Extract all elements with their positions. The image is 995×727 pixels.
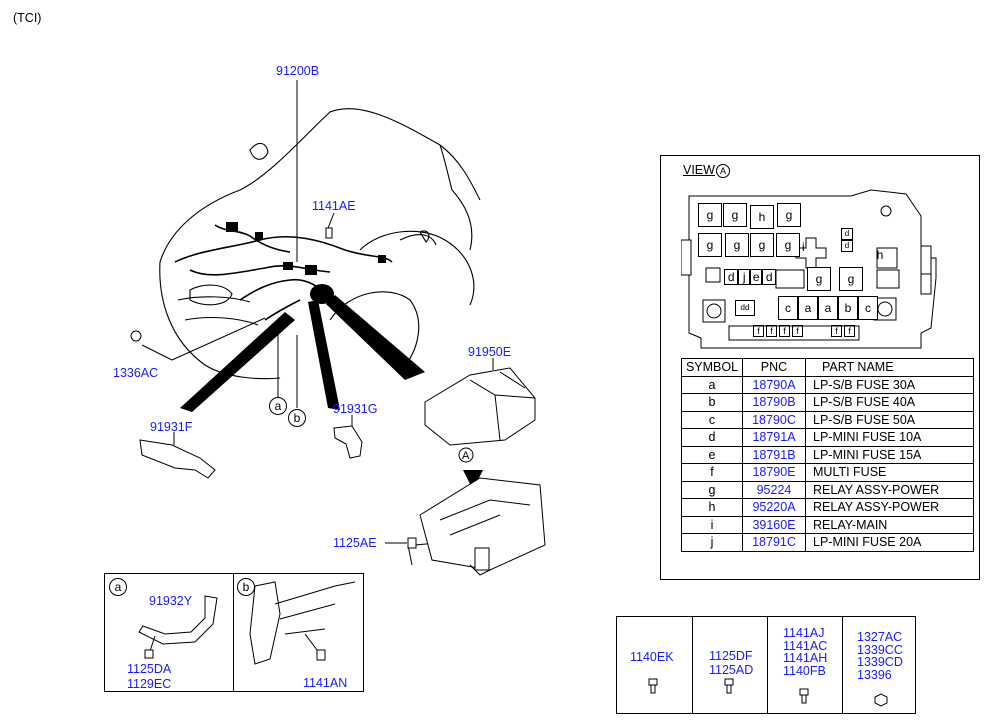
label-91931F: 91931F: [150, 420, 193, 434]
bracket-91931F: [139, 439, 216, 479]
view-title-marker: A: [715, 164, 730, 178]
callout-b: b: [288, 409, 306, 427]
detail-a-callout: a: [109, 578, 127, 596]
fuse-r3-1: d: [724, 269, 738, 285]
fastener-col2: 1125DF 1125AD: [709, 649, 754, 677]
routing-bands: [180, 295, 425, 412]
label-91950E: 91950E: [468, 345, 512, 359]
fuse-sr-2: f: [844, 325, 855, 337]
header-pnc: PNC: [742, 358, 806, 377]
detail-panel: a b 91932Y 1125DA 1129EC 1141AN: [104, 573, 364, 692]
fastener-col3: 1141AJ 1141AC 1141AH 1140FB: [783, 626, 828, 678]
header-part-name: PART NAME: [805, 358, 974, 377]
fuse-sb-2: f: [766, 325, 777, 337]
bolt-icon: [799, 688, 809, 704]
panel-b-bracket: [249, 581, 281, 665]
label-1125DA: 1125DA: [127, 662, 172, 676]
fuse-r4-4: b: [838, 296, 858, 320]
fuse-r3-6: g: [839, 267, 863, 291]
callout-a: a: [269, 397, 287, 415]
fastener-col4: 1327AC 1339CC 1339CD 13396: [857, 630, 903, 682]
fuse-sb-3: f: [779, 325, 790, 337]
fuse-small-mid-2: d: [745, 303, 750, 312]
label-1141AE: 1141AE: [312, 199, 356, 213]
fuse-r1-3: h: [750, 205, 774, 229]
parts-table-header: SYMBOL PNC PART NAME: [681, 358, 974, 377]
fastener-1140EK: 1140EK: [630, 650, 674, 664]
fuse-small-top-2: d: [841, 240, 853, 252]
fuse-sb-4: f: [792, 325, 803, 337]
fuse-r2-3: g: [750, 233, 774, 257]
view-arrow-label: A: [462, 450, 470, 462]
fuse-r3-3: e: [750, 269, 762, 285]
car-grille-logo: [189, 284, 233, 306]
fuse-r2-6: h: [876, 248, 884, 262]
fuse-r4-3: a: [818, 296, 838, 320]
label-91200B: 91200B: [276, 64, 320, 78]
fuse-r1-2: g: [723, 203, 747, 227]
fuse-r4-2: a: [798, 296, 818, 320]
fuse-r1-4: g: [777, 203, 801, 227]
car-hood-outline: [159, 108, 481, 263]
label-1125AE: 1125AE: [333, 536, 377, 550]
fuse-r2-1: g: [698, 233, 722, 257]
label-91931G: 91931G: [333, 402, 378, 416]
label-1336AC: 1336AC: [113, 366, 159, 380]
fuse-r3-4: d: [762, 269, 776, 285]
detail-illustrations: [138, 581, 356, 665]
fuse-r3-2: j: [738, 269, 750, 285]
header-symbol: SYMBOL: [681, 358, 743, 377]
bracket-91931G: [333, 425, 363, 459]
fuse-box-body: [419, 477, 546, 571]
fuse-r1-1: g: [698, 203, 722, 227]
label-1129EC: 1129EC: [127, 677, 172, 691]
fuse-r4-5: c: [858, 296, 878, 320]
fuse-small-mid: dd: [735, 300, 755, 316]
bolt-icon: [648, 678, 658, 694]
label-91932Y: 91932Y: [149, 594, 193, 608]
nut-icon: [874, 693, 888, 707]
variant-label: (TCI): [13, 11, 42, 25]
harness-connectors: [226, 222, 386, 304]
view-arrow-icon: [463, 470, 483, 490]
fuse-box-cover-91950E: [424, 367, 536, 446]
bolt-icon: [724, 678, 734, 694]
fuse-small-top-1: d: [841, 228, 853, 240]
fuse-r2-4: g: [776, 233, 800, 257]
bracket-91932Y: [138, 595, 218, 645]
fuse-r2-5: i: [802, 240, 805, 254]
fuse-r3-5: g: [807, 267, 831, 291]
fuse-small-mid-1: d: [740, 303, 745, 312]
fasteners-table: 1140EK 1125DF 1125AD 1141AJ 1141AC 1141A…: [616, 616, 916, 714]
fuse-sr-1: f: [831, 325, 842, 337]
wiring-harness: [174, 224, 393, 321]
label-1141AN: 1141AN: [303, 676, 348, 690]
fuse-r2-2: g: [725, 233, 749, 257]
fuse-r4-1: c: [778, 296, 798, 320]
fastener-icons: [648, 678, 888, 707]
bolt-1125AE: [407, 537, 417, 549]
fuse-sb-1: f: [753, 325, 764, 337]
grommet-1336AC: [130, 330, 142, 342]
